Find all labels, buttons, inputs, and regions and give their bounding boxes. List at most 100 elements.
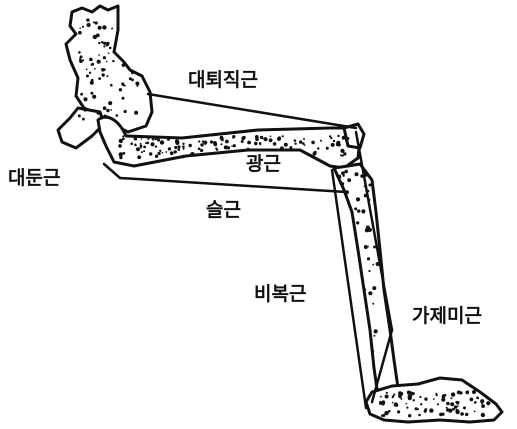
bone-speck xyxy=(360,174,363,177)
bone-speck xyxy=(472,390,476,394)
bone-speck xyxy=(446,402,450,406)
bone-speck xyxy=(92,95,96,99)
bone-speck xyxy=(141,151,143,153)
bone-speck xyxy=(87,23,91,27)
bone-speck xyxy=(241,136,245,140)
bone-speck xyxy=(450,402,454,406)
bone-speck xyxy=(340,182,344,186)
bone-speck xyxy=(112,60,114,62)
bone-speck xyxy=(386,392,388,394)
bone-speck xyxy=(326,147,329,150)
bone-speck xyxy=(103,45,105,47)
bone-speck xyxy=(419,396,421,398)
bone-speck xyxy=(90,81,94,85)
bone-speck xyxy=(294,143,296,145)
bone-speck xyxy=(135,144,137,146)
bone-speck xyxy=(400,398,402,400)
label-gluteus-maximus: 대둔근 xyxy=(8,167,60,189)
bone-speck xyxy=(277,137,281,141)
bone-speck xyxy=(397,410,400,413)
bone-speck xyxy=(361,209,365,213)
bone-speck xyxy=(311,141,315,145)
bone-speck xyxy=(364,245,368,249)
bone-speck xyxy=(294,139,297,142)
bone-speck xyxy=(90,92,93,95)
bone-speck xyxy=(198,140,200,142)
bone-speck xyxy=(198,148,201,151)
label-gastrocnemius: 비복근 xyxy=(254,283,306,305)
bone-speck xyxy=(299,140,302,143)
bone-speck xyxy=(345,190,349,194)
bone-speck xyxy=(157,139,160,142)
bone-speck xyxy=(333,140,335,142)
bone-speck xyxy=(259,144,261,146)
bone-speck xyxy=(384,411,388,415)
bone-speck xyxy=(357,209,360,212)
bone-speck xyxy=(413,399,415,401)
bone-speck xyxy=(122,135,124,137)
bone-speck xyxy=(106,61,108,63)
bone-speck xyxy=(93,21,95,23)
bone-speck xyxy=(106,44,109,47)
bone-speck xyxy=(247,141,251,145)
bone-speck xyxy=(174,150,177,153)
bone-speck xyxy=(84,108,87,111)
bone-speck xyxy=(247,148,249,150)
bone-speck xyxy=(78,31,82,35)
bone-speck xyxy=(101,41,104,44)
bone-speck xyxy=(460,412,464,416)
bone-speck xyxy=(380,396,382,398)
bone-speck xyxy=(78,114,81,117)
bone-speck xyxy=(341,173,343,175)
bone-speck xyxy=(263,137,267,141)
bone-speck xyxy=(97,111,101,115)
bone-speck xyxy=(98,77,101,80)
bone-speck xyxy=(94,68,96,70)
bone-speck xyxy=(269,138,273,142)
bone-speck xyxy=(143,150,145,152)
bone-speck xyxy=(369,184,372,187)
bone-speck xyxy=(481,413,485,417)
bone-speck xyxy=(280,146,284,150)
bone-speck xyxy=(372,264,374,266)
bone-speck xyxy=(273,142,277,146)
bone-speck xyxy=(108,101,112,105)
bone-speck xyxy=(376,262,380,266)
bone-speck xyxy=(393,394,395,396)
bone-speck xyxy=(119,88,122,91)
bone-speck xyxy=(424,397,427,400)
bone-speck xyxy=(398,394,402,398)
bone-speck xyxy=(289,146,292,149)
label-tibialis: 가제미근 xyxy=(412,305,482,327)
bone-speck xyxy=(373,335,375,337)
bone-speck xyxy=(413,393,415,395)
bone-speck xyxy=(260,136,263,139)
bone-speck xyxy=(354,207,357,210)
bone-speck xyxy=(83,97,87,101)
bone-speck xyxy=(152,138,155,141)
bone-speck xyxy=(373,246,376,249)
bone-speck xyxy=(255,135,259,139)
rectus-femoris-line xyxy=(148,94,356,128)
bone-speck xyxy=(317,147,319,149)
bone-speck xyxy=(356,221,359,224)
bone-speck xyxy=(102,25,106,29)
bone-speck xyxy=(406,407,408,409)
bone-speck xyxy=(183,148,185,150)
hamstring-line xyxy=(120,178,346,192)
bone-speck xyxy=(355,172,359,176)
bone-speck xyxy=(200,143,203,146)
bone-speck xyxy=(364,173,368,177)
bone-speck xyxy=(381,414,384,417)
bone-speck xyxy=(182,145,185,148)
bone-speck xyxy=(368,199,371,202)
bone-speck xyxy=(104,115,108,119)
bone-speck xyxy=(392,396,394,398)
bone-speck xyxy=(345,141,347,143)
bone-speck xyxy=(340,149,344,153)
bone-speck xyxy=(437,403,439,405)
bone-speck xyxy=(147,138,149,140)
bone-speck xyxy=(106,75,108,77)
gluteus-maximus-line xyxy=(104,164,120,178)
bone-speck xyxy=(231,145,233,147)
